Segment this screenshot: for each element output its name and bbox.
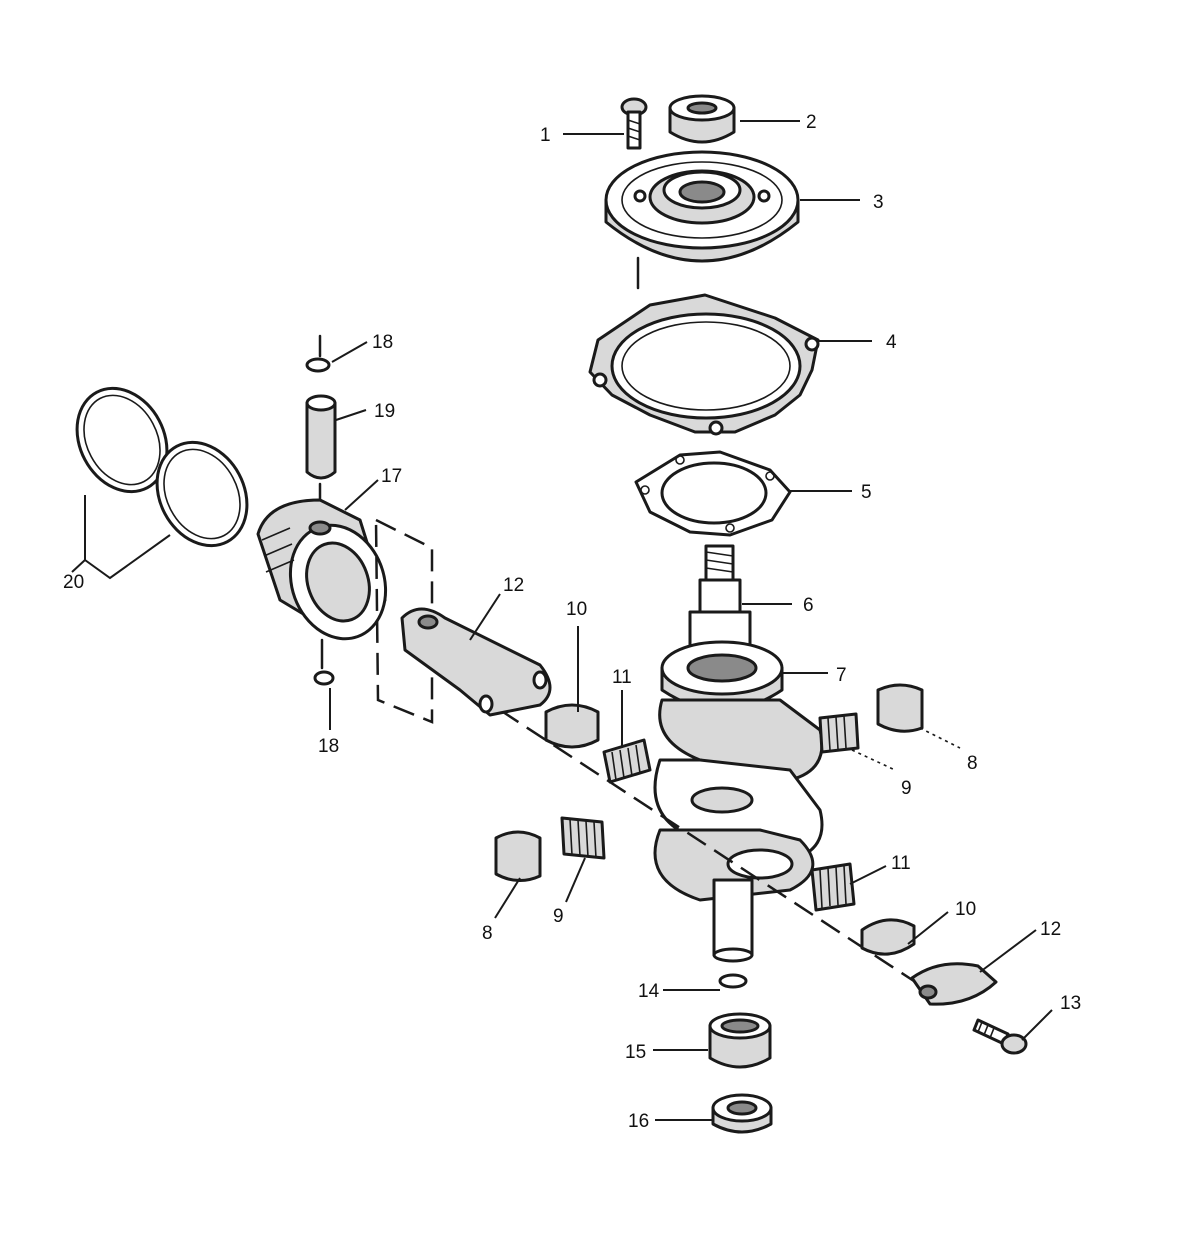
part-1-screw — [620, 97, 648, 150]
callout-13: 13 — [1060, 993, 1081, 1014]
part-8-leader-dotted — [919, 727, 961, 749]
callout-16: 16 — [628, 1111, 649, 1132]
part-12-connecting-rod — [400, 607, 552, 717]
callout-2: 2 — [806, 112, 817, 133]
leader-lines — [71, 120, 1053, 1121]
callout-5: 5 — [861, 482, 872, 503]
callout-10-lower: 10 — [955, 899, 976, 920]
callout-15: 15 — [625, 1042, 646, 1063]
part-8-bearing-shell-left — [494, 830, 542, 882]
callout-18-bottom: 18 — [318, 736, 339, 757]
callout-12-lower: 12 — [1040, 919, 1061, 940]
part-12-rod-cap — [910, 962, 998, 1006]
part-8-bearing-shell-right — [876, 683, 924, 733]
callout-6: 6 — [803, 595, 814, 616]
part-17-piston — [256, 498, 388, 641]
callout-1: 1 — [540, 125, 551, 146]
part-20-piston-rings — [75, 386, 249, 548]
part-10-bearing-half-upper — [544, 703, 600, 749]
crankshaft-throws — [653, 698, 824, 963]
part-14-o-ring — [718, 973, 748, 989]
callout-9-right: 9 — [901, 778, 912, 799]
part-5-gasket — [634, 450, 792, 537]
part-11-needle-bearing-lower — [810, 862, 856, 912]
part-9-leader-dotted — [851, 749, 896, 771]
piston-rod-bracket — [374, 517, 434, 724]
part-11-needle-bearing-upper — [602, 738, 652, 784]
callout-7: 7 — [836, 665, 847, 686]
assembly-axis-dashed — [499, 708, 921, 987]
callout-10-upper: 10 — [566, 599, 587, 620]
callout-17: 17 — [381, 466, 402, 487]
callout-9-left: 9 — [553, 906, 564, 927]
callout-11-upper: 11 — [612, 667, 632, 688]
callout-3: 3 — [873, 192, 884, 213]
part-2-seal — [668, 94, 736, 144]
callout-11-lower: 11 — [891, 853, 911, 874]
part-19-piston-pin — [305, 394, 337, 480]
callout-14: 14 — [638, 981, 660, 1002]
part-16-lower-seal — [711, 1093, 773, 1134]
part-15-lower-bearing — [708, 1012, 772, 1069]
part-9-needle-bearing-left — [560, 816, 606, 860]
callout-4: 4 — [886, 332, 897, 353]
part-10-bearing-half-lower — [860, 918, 916, 956]
part-3-end-cap — [604, 150, 800, 263]
callout-8-right: 8 — [967, 753, 978, 774]
part-9-needle-bearing-right — [818, 712, 860, 754]
callout-18-top: 18 — [372, 332, 393, 353]
pin-axis-line — [318, 334, 324, 670]
callout-8-left: 8 — [482, 923, 493, 944]
callout-20: 20 — [63, 572, 84, 593]
part-18-retainer-clip-top — [305, 357, 331, 373]
callout-19: 19 — [374, 401, 395, 422]
part-18-retainer-clip-bottom — [313, 670, 335, 686]
part-13-cap-screw — [972, 1018, 1028, 1055]
callout-12-upper: 12 — [503, 575, 524, 596]
part-4-housing — [588, 293, 820, 436]
